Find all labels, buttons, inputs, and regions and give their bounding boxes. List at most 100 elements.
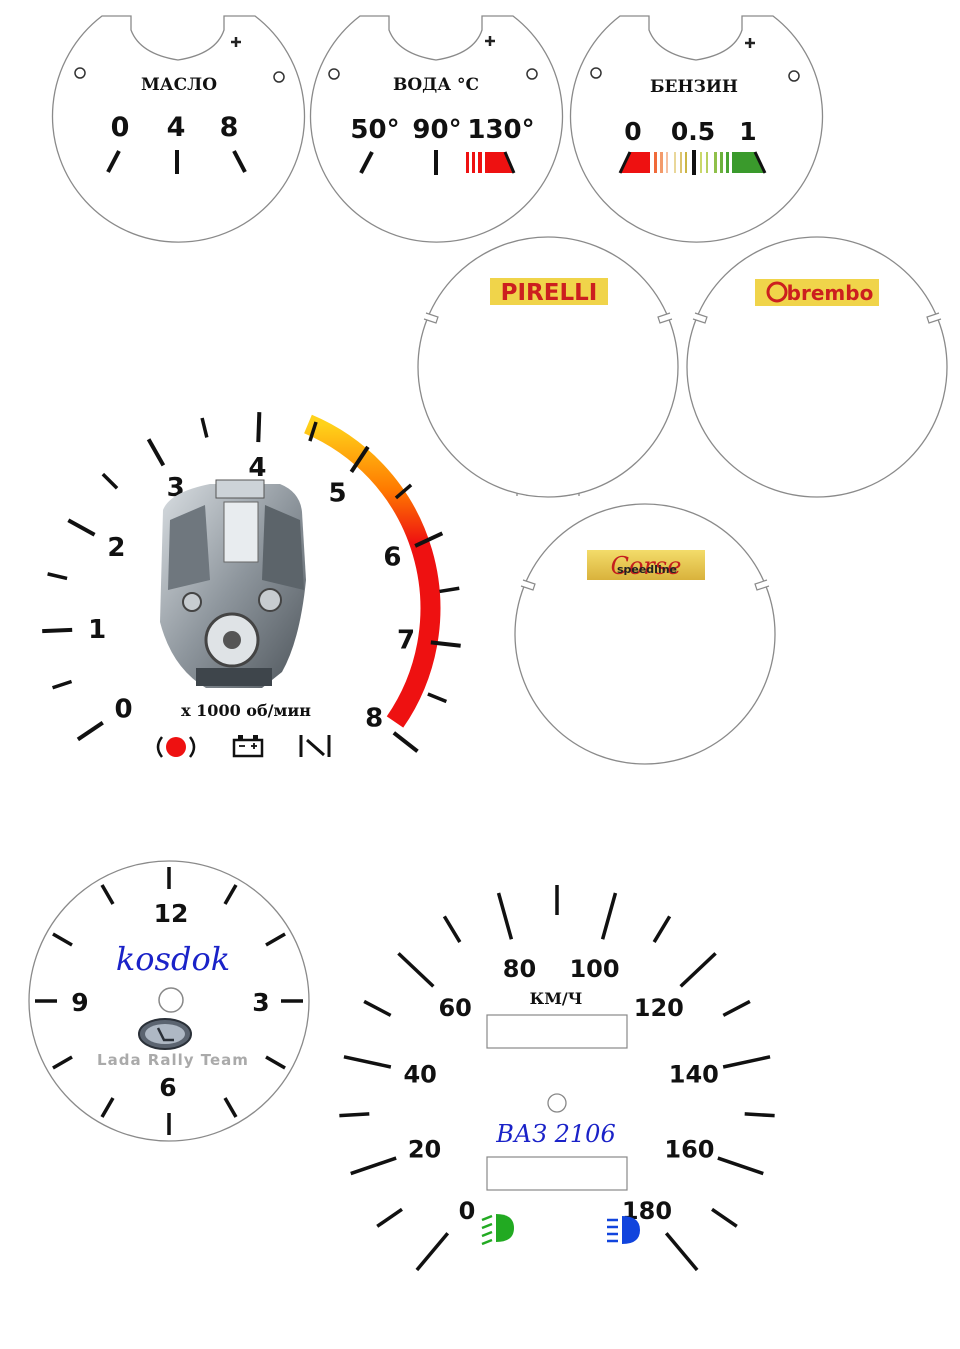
speedo-tick — [415, 1232, 450, 1272]
clock: 12 3 6 9 kosdok Lada Rally Team — [28, 860, 310, 1142]
speedo-scale-label: 20 — [408, 1135, 441, 1163]
speedline-script: Corse — [611, 552, 682, 580]
tach-tick — [430, 640, 461, 648]
clock-tick — [100, 1097, 115, 1118]
tach-tick — [47, 572, 68, 581]
pirelli-logo: PIRELLI — [501, 280, 598, 306]
tach-scale-label: 2 — [107, 533, 125, 563]
fuel-scale-bar — [618, 150, 767, 175]
tach-scale-label: 6 — [383, 542, 401, 572]
clock-number: 9 — [71, 988, 88, 1017]
speedo-tick — [717, 1156, 764, 1176]
tach-tick — [52, 679, 73, 690]
plus-terminal-icon — [745, 38, 755, 48]
tach-tick — [256, 412, 262, 443]
plus-terminal-icon — [485, 36, 495, 46]
tach-tick — [146, 438, 166, 467]
oil-scale-label: 0 — [111, 112, 130, 143]
speedo-tick — [722, 999, 751, 1017]
tach-tick — [392, 731, 419, 753]
speedo-model: ВАЗ 2106 — [495, 1120, 615, 1148]
brembo-mark-icon — [766, 281, 788, 303]
fuel-title: БЕНЗИН — [650, 77, 738, 97]
speedo-tick — [664, 1232, 699, 1272]
speedo-tick — [376, 1207, 403, 1228]
mount-hole — [788, 70, 800, 82]
mount-hole — [590, 67, 602, 79]
fuel-gauge: БЕНЗИН 0 0.5 1 — [569, 15, 824, 243]
tach-scale-label: 5 — [329, 479, 347, 509]
water-scale-label: 50° — [350, 115, 399, 145]
battery-icon — [232, 735, 264, 758]
high-beam-icon — [607, 1216, 640, 1244]
speedline-disc: Corse speedline — [514, 503, 776, 765]
oil-gauge: МАСЛО 0 4 8 — [51, 15, 306, 243]
oil-pressure-warning-icon — [156, 736, 196, 758]
speedo-tick — [652, 915, 672, 943]
clock-ticks — [35, 867, 303, 1135]
tach-tick — [308, 421, 318, 442]
pirelli-logo-bg — [490, 278, 608, 305]
tach-tick — [101, 472, 119, 490]
tach-tick — [414, 531, 444, 548]
clock-center-hole — [158, 987, 184, 1013]
clock-number: 12 — [154, 899, 189, 928]
fuel-scale-label: 0.5 — [671, 117, 715, 146]
clock-team: Lada Rally Team — [97, 1051, 249, 1069]
speedo-tick — [343, 1055, 392, 1069]
lada-logo-icon — [138, 1018, 192, 1050]
tach-unit: x 1000 об/мин — [181, 701, 311, 720]
low-beam-icon — [481, 1214, 514, 1246]
speedo-tick — [744, 1112, 775, 1118]
disc-outline — [514, 503, 776, 765]
tach-tick — [427, 692, 448, 704]
clock-tick — [100, 884, 115, 905]
pirelli-disc: PIRELLI — [417, 236, 679, 498]
engine-image — [160, 479, 306, 688]
clock-number: 3 — [252, 988, 269, 1017]
speedline-logo: speedline — [617, 563, 677, 576]
speedo-tick — [496, 892, 514, 940]
clock-tick — [265, 1055, 286, 1070]
water-redzone — [466, 151, 516, 174]
tach-ticks — [42, 412, 461, 753]
oil-tick — [232, 150, 247, 173]
clock-tick — [223, 884, 238, 905]
choke-icon — [299, 735, 331, 757]
speedo-tick — [442, 915, 462, 943]
speedo-tick — [600, 892, 618, 940]
tach-tick — [439, 586, 460, 594]
speedo-tick — [397, 952, 435, 988]
clock-brand: kosdok — [116, 940, 230, 978]
disc-outline — [686, 236, 948, 498]
speedo-unit: КМ/Ч — [530, 989, 583, 1008]
speedo-scale-label: 120 — [634, 994, 684, 1022]
clock-tick — [52, 932, 73, 947]
tach-scale-label: 1 — [88, 615, 106, 645]
mount-hole — [526, 68, 538, 80]
disc-outline — [417, 236, 679, 498]
needle-hole — [547, 1093, 567, 1113]
mount-hole — [74, 67, 86, 79]
odometer-window — [486, 1014, 628, 1049]
tach-tick — [67, 518, 96, 537]
plus-terminal-icon — [231, 37, 241, 47]
speedo-tick — [722, 1055, 771, 1069]
speedo-scale-label: 0 — [459, 1197, 476, 1225]
speedo-scale-label: 40 — [403, 1060, 436, 1088]
brembo-logo: brembo — [787, 281, 874, 305]
speedline-logo-bg — [587, 550, 705, 580]
speedo-scale-label: 160 — [664, 1135, 714, 1163]
clock-tick — [265, 932, 286, 947]
tach-tick — [394, 483, 413, 500]
brembo-disc: brembo — [686, 236, 948, 498]
tach-tick — [76, 720, 104, 742]
water-title: ВОДА °С — [393, 75, 479, 95]
clock-number: 6 — [159, 1073, 176, 1102]
trip-odometer-window — [486, 1156, 628, 1191]
fuel-scale-label: 1 — [739, 117, 756, 146]
water-tick — [359, 151, 374, 174]
